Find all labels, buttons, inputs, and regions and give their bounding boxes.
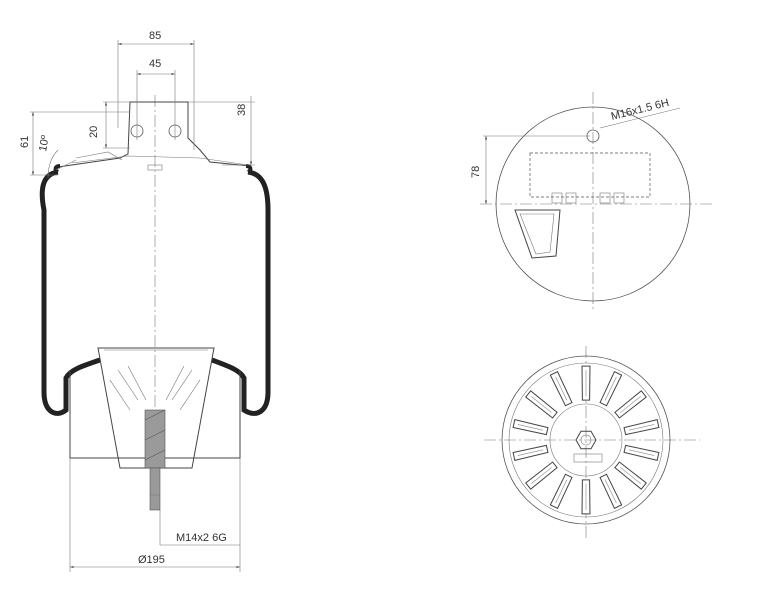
top-view-lip bbox=[514, 209, 561, 259]
bead-left bbox=[53, 164, 61, 174]
bottom-rib-centerline bbox=[604, 479, 617, 504]
dim-angle-arc bbox=[47, 149, 59, 179]
hex-nut-bore bbox=[580, 434, 592, 446]
bottom-rib-centerline bbox=[628, 424, 655, 431]
hex-nut bbox=[575, 430, 597, 450]
bottom-rib-centerline bbox=[517, 449, 544, 456]
piston-cone bbox=[97, 347, 215, 469]
dim-offset: 78 bbox=[470, 166, 482, 178]
dim-angle-leader bbox=[55, 159, 77, 171]
dim-hole-height: 20 bbox=[88, 126, 100, 138]
tab-4 bbox=[613, 192, 625, 204]
dim-diameter: Ø195 bbox=[138, 554, 165, 566]
bottom-rib-centerline bbox=[531, 396, 552, 413]
top-view-lip-inner bbox=[519, 213, 555, 255]
bottom-rib-centerline bbox=[555, 376, 568, 401]
dim-left-height: 61 bbox=[19, 136, 31, 148]
thread-top-leader bbox=[599, 107, 681, 129]
bottom-rib-centerline bbox=[628, 449, 655, 456]
dim-top-width: 85 bbox=[149, 30, 161, 42]
bellows-right bbox=[211, 169, 271, 416]
tab-2 bbox=[565, 192, 577, 204]
bottom-view-ribs bbox=[512, 365, 660, 515]
bead-right bbox=[245, 164, 253, 174]
bottom-view-inner bbox=[549, 403, 623, 477]
top-plate-inner bbox=[71, 155, 249, 166]
bottom-rib-centerline bbox=[517, 424, 544, 431]
bottom-rib-centerline bbox=[531, 467, 552, 484]
bottom-bolt bbox=[149, 467, 161, 511]
top-plate-lip bbox=[75, 151, 123, 161]
bottom-rib-centerline bbox=[620, 396, 641, 413]
dim-angle: 10º bbox=[37, 134, 52, 152]
stud-hatch-1 bbox=[144, 409, 166, 421]
dim-hole-spacing: 45 bbox=[149, 58, 161, 70]
piston-ribs bbox=[109, 365, 201, 411]
bottom-rib-centerline bbox=[620, 467, 641, 484]
tab-1 bbox=[551, 192, 563, 204]
bellows-left bbox=[39, 169, 101, 416]
tab-3 bbox=[599, 192, 611, 204]
thread-bottom-label: M14x2 6G bbox=[176, 532, 227, 544]
logo-plate bbox=[573, 453, 603, 463]
bottom-view-rim bbox=[508, 362, 664, 518]
top-plate-nut bbox=[147, 164, 163, 171]
dim-right-height: 38 bbox=[236, 104, 248, 116]
side-view: 85 45 20 61 10º 38 M14x2 6G Ø195 bbox=[19, 30, 271, 572]
bottom-view-outer bbox=[501, 355, 671, 525]
stud-hatch-2 bbox=[144, 429, 166, 441]
top-bracket-hidden bbox=[529, 152, 651, 198]
stud-hatch-3 bbox=[144, 449, 166, 461]
top-view: M16x1.5 6H 78 bbox=[470, 92, 712, 312]
bottom-rib-centerline bbox=[555, 479, 568, 504]
bottom-rib-centerline bbox=[604, 376, 617, 401]
bottom-view bbox=[484, 346, 700, 538]
